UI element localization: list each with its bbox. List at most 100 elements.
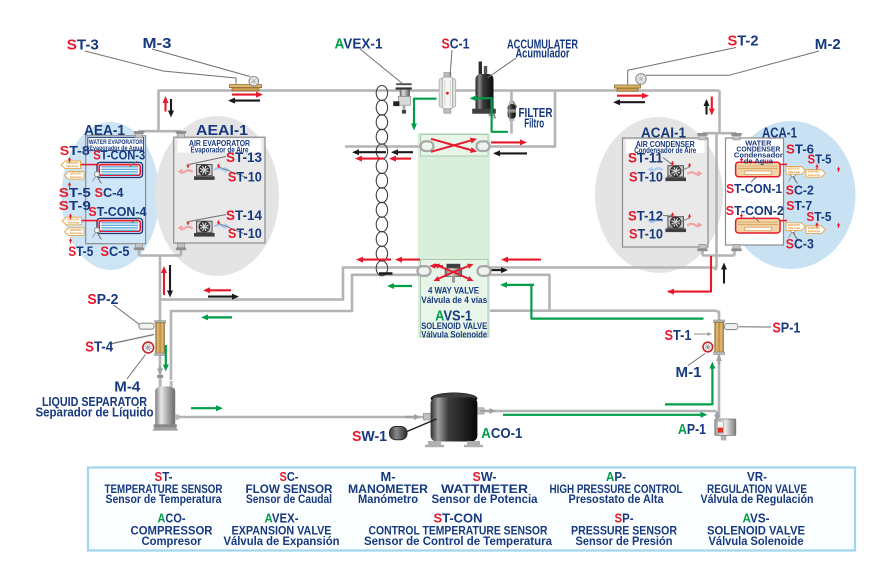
svg-text:ACAI-1: ACAI-1 [641,126,686,142]
svg-text:ST-9: ST-9 [59,199,91,213]
svg-text:ST-5: ST-5 [808,153,832,167]
svg-text:SOLENOID VALVE: SOLENOID VALVE [421,321,487,332]
svg-text:de Agua: de Agua [744,156,774,165]
svg-text:WATER OUTPUT: WATER OUTPUT [67,162,79,165]
svg-text:ST-: ST- [155,470,173,484]
svg-text:ST-CON: ST-CON [434,512,483,526]
svg-text:Sensor de Presión: Sensor de Presión [576,536,673,548]
svg-text:Válvula de 4 vías: Válvula de 4 vías [421,295,487,306]
svg-text:Acumulador: Acumulador [516,46,570,61]
svg-text:ACCUMULATER: ACCUMULATER [507,36,578,51]
svg-text:ST-3: ST-3 [67,36,99,53]
svg-text:ST-CON-1: ST-CON-1 [726,182,782,196]
svg-text:WATER INPUT: WATER INPUT [70,173,82,176]
svg-text:ST-13: ST-13 [226,149,262,165]
svg-text:WATER: WATER [745,138,772,147]
svg-text:ST-CON-2: ST-CON-2 [726,204,784,218]
svg-text:SP-: SP- [615,512,634,526]
svg-text:SC-1: SC-1 [442,35,470,52]
svg-text:SP-1: SP-1 [772,319,800,336]
svg-text:Válvula Solenoide: Válvula Solenoide [421,330,487,341]
svg-text:SOLENOID VALVE: SOLENOID VALVE [707,526,805,538]
svg-text:Salida de Agua: Salida de Agua [788,171,800,174]
svg-text:ST-6: ST-6 [786,143,814,157]
svg-text:Condensador de Aire: Condensador de Aire [634,146,697,155]
svg-text:VR-: VR- [747,470,767,484]
svg-text:MANOMETER: MANOMETER [348,484,429,496]
svg-text:WATER EVAPORATOR: WATER EVAPORATOR [89,139,143,146]
svg-text:A: A [493,115,497,121]
svg-text:Entrada de Agua: Entrada de Agua [808,174,820,177]
svg-text:COMPRESSOR: COMPRESSOR [131,526,214,538]
svg-text:AP-1: AP-1 [678,421,706,438]
svg-text:M-: M- [381,470,396,484]
svg-text:Entrada de Agua: Entrada de Agua [808,230,820,233]
svg-text:ACO-: ACO- [158,512,186,526]
svg-text:SW-1: SW-1 [352,428,387,445]
svg-text:AIR CONDENSER: AIR CONDENSER [636,140,695,149]
svg-text:SC-: SC- [280,470,299,484]
svg-text:SC-4: SC-4 [95,186,124,200]
svg-text:WATTMETER: WATTMETER [441,484,529,496]
svg-text:ST-11: ST-11 [628,149,663,165]
svg-text:ST-8: ST-8 [60,144,90,158]
svg-text:FILTER: FILTER [519,106,553,120]
svg-text:SC-3: SC-3 [786,236,814,252]
svg-text:M-3: M-3 [143,35,172,52]
svg-text:Evaporador de Aire: Evaporador de Aire [191,145,250,154]
svg-text:Sensor de Caudal: Sensor de Caudal [246,494,332,506]
svg-text:ST-10: ST-10 [228,168,262,184]
svg-text:ST-5: ST-5 [68,243,93,259]
svg-text:M-2: M-2 [815,36,841,53]
svg-text:M-4: M-4 [114,379,141,396]
svg-text:WATER OUTPUT: WATER OUTPUT [68,218,80,221]
svg-text:Sensor de Control de Temperatu: Sensor de Control de Temperatura [364,536,553,548]
svg-text:ST-14: ST-14 [226,207,262,223]
svg-text:SW-: SW- [473,470,497,484]
svg-text:SC-2: SC-2 [786,184,814,198]
svg-text:Manómetro: Manómetro [358,494,418,506]
svg-text:ST-4: ST-4 [85,338,114,355]
svg-text:Filtro: Filtro [524,116,544,130]
svg-text:EXPANSION VALVE: EXPANSION VALVE [232,526,332,538]
svg-text:Sensor de Temperatura: Sensor de Temperatura [106,494,223,506]
svg-text:ST-2: ST-2 [728,33,759,50]
svg-text:Válvula de Expansión: Válvula de Expansión [224,536,340,548]
svg-text:AVS-: AVS- [743,512,770,526]
svg-text:ST-CON-4: ST-CON-4 [88,205,146,219]
svg-text:ACO-1: ACO-1 [481,425,522,442]
svg-text:TEMPERATURE SENSOR: TEMPERATURE SENSOR [105,484,224,496]
svg-text:Entrada de Agua: Entrada de Agua [70,232,82,235]
svg-text:WATER INPUT: WATER INPUT [808,171,820,174]
svg-text:Separador de Líquido: Separador de Líquido [36,405,154,420]
svg-text:WATER INPUT: WATER INPUT [70,229,82,232]
svg-text:AVS-1: AVS-1 [435,308,472,325]
svg-text:WATER INPUT: WATER INPUT [808,227,820,230]
svg-text:Condensador: Condensador [734,150,783,159]
svg-text:ST-1: ST-1 [665,327,692,344]
svg-text:HIGH PRESSURE CONTROL: HIGH PRESSURE CONTROL [550,484,683,496]
svg-text:Salida de Agua: Salida de Agua [788,227,800,230]
svg-text:Evaporador de Agua: Evaporador de Agua [89,145,142,152]
svg-text:CONDENSER: CONDENSER [736,144,781,153]
svg-text:4 WAY VALVE: 4 WAY VALVE [428,285,479,296]
svg-text:ST-10: ST-10 [629,169,663,185]
svg-text:AVEX-1: AVEX-1 [335,35,383,52]
svg-text:Válvula de Regulación: Válvula de Regulación [701,494,814,506]
svg-text:ST-5: ST-5 [806,210,831,224]
svg-text:PRESSURE SENSOR: PRESSURE SENSOR [571,526,678,538]
svg-text:Válvula Solenoide: Válvula Solenoide [709,536,804,548]
svg-text:ST-12: ST-12 [628,207,663,223]
svg-text:WATER OUTPUT: WATER OUTPUT [788,224,800,227]
svg-text:ST-10: ST-10 [228,225,262,241]
svg-text:ST-10: ST-10 [629,226,663,242]
svg-text:AVEX-: AVEX- [265,512,299,526]
svg-text:AEA-1: AEA-1 [84,123,125,139]
svg-text:CONTROL TEMPERATURE SENSOR: CONTROL TEMPERATURE SENSOR [369,526,549,538]
svg-text:Salida de Agua: Salida de Agua [67,165,79,168]
svg-text:Sensor de Potencia: Sensor de Potencia [432,494,539,506]
svg-text:ST-5: ST-5 [59,186,91,200]
svg-text:Salida de Agua: Salida de Agua [68,221,80,224]
svg-text:SP-2: SP-2 [87,291,118,308]
svg-text:Compresor: Compresor [142,536,203,548]
